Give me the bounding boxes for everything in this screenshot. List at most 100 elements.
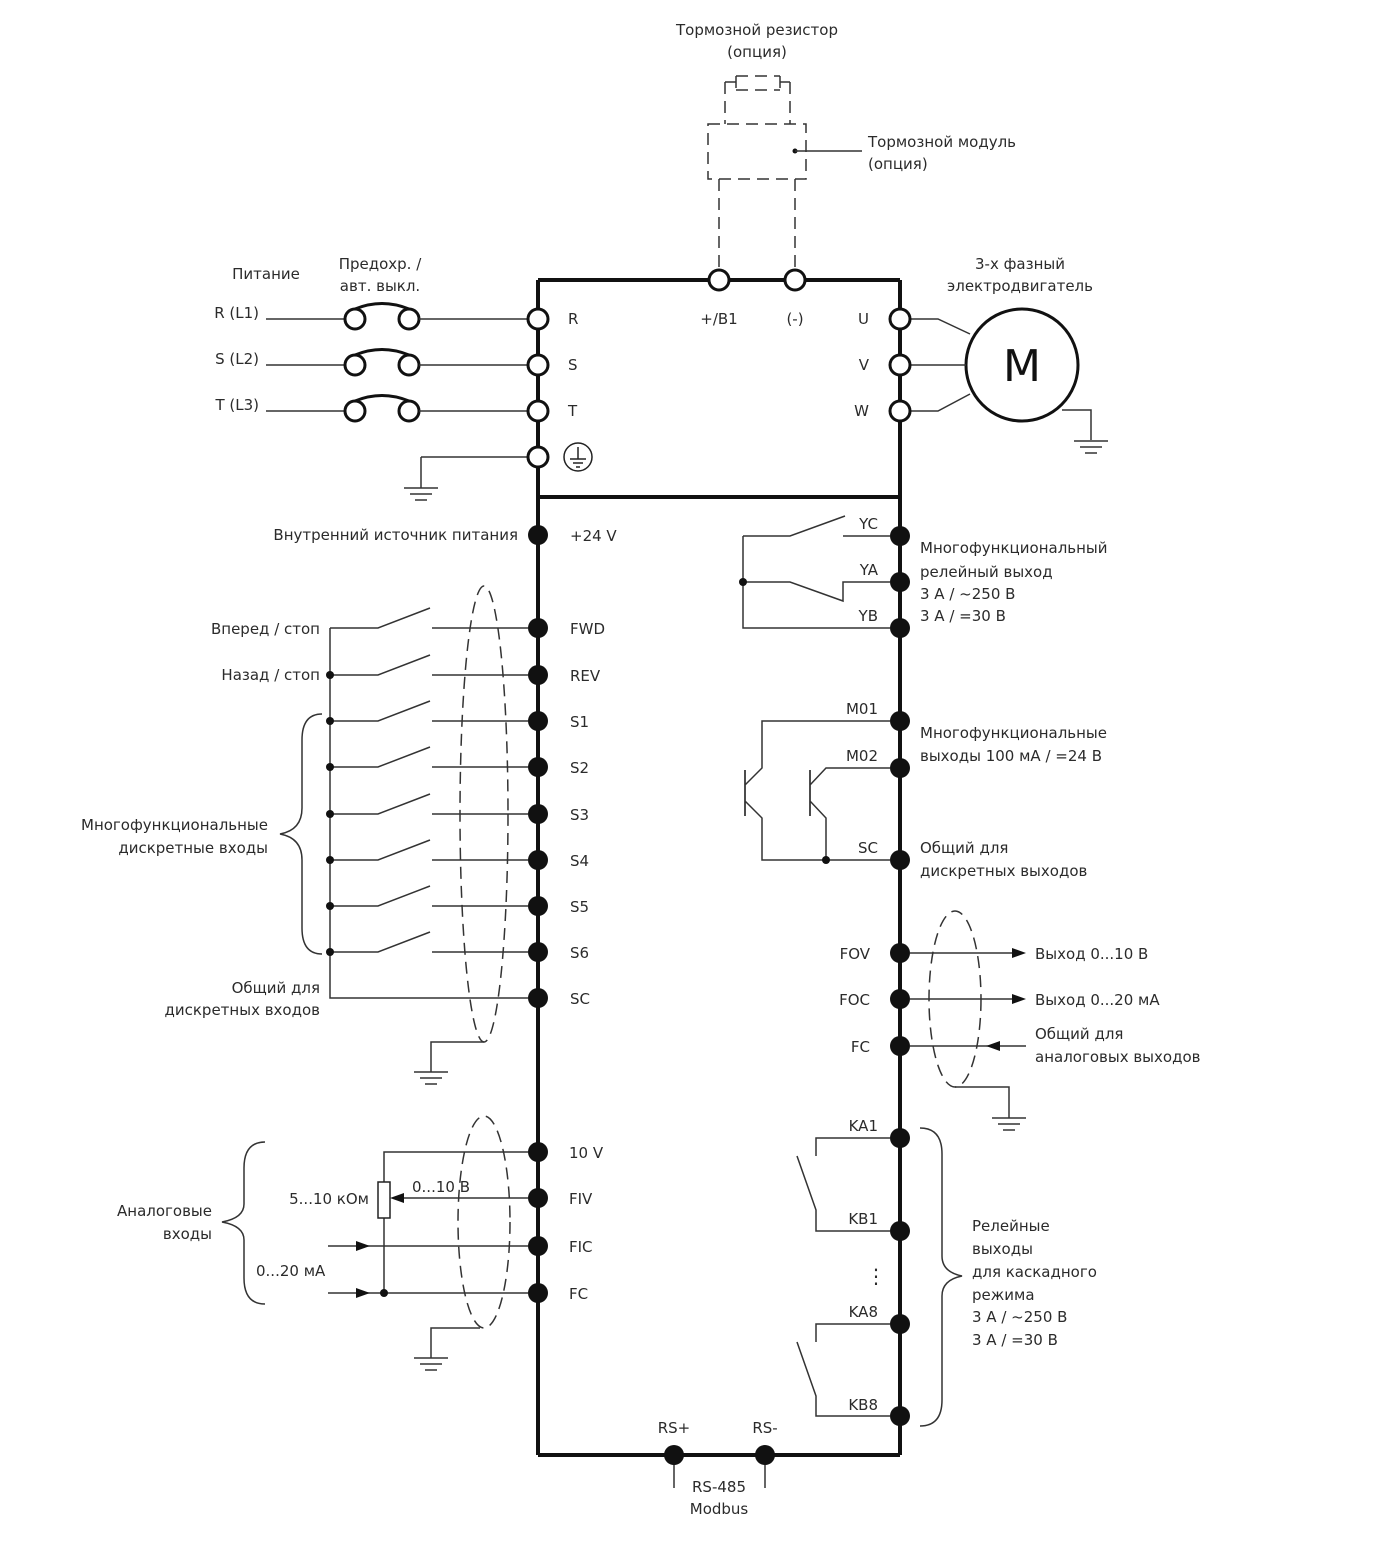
analog-input-current-label: 0...20 мА [256, 1262, 326, 1280]
digital-input-row: S6 [326, 931, 589, 962]
terminal-w[interactable] [888, 399, 912, 423]
transistor-outputs: M01 M02 SC Многофункциональные выходы 10… [744, 700, 1107, 880]
terminal-di[interactable] [528, 942, 548, 962]
terminal-s[interactable] [526, 353, 550, 377]
terminal-v[interactable] [888, 353, 912, 377]
wiper-arrow-icon [390, 1193, 404, 1203]
transistor-outputs-label-1: Многофункциональные [920, 724, 1107, 742]
ground-icon [404, 487, 438, 501]
terminal-di[interactable] [528, 804, 548, 824]
analog-inputs: Аналоговые входы 5...10 кОм 0...10 В 0..… [117, 1115, 604, 1371]
terminal-pe[interactable] [526, 445, 550, 469]
terminal-sc-out[interactable] [890, 850, 910, 870]
terminal-label-di: S6 [570, 944, 589, 962]
terminal-u[interactable] [888, 307, 912, 331]
analog-inputs-brace [221, 1141, 266, 1305]
terminal-label-s: S [568, 356, 578, 374]
arrow-right-icon [356, 1241, 370, 1251]
terminal-label-kb1: KB1 [848, 1210, 878, 1228]
terminal-r[interactable] [526, 307, 550, 331]
digital-input-row: REV [326, 654, 601, 685]
relay-output-label-2: релейный выход [920, 563, 1053, 581]
terminal-foc[interactable] [890, 989, 910, 1009]
switch-icon [330, 839, 431, 861]
cascade-relays-brace [919, 1127, 963, 1427]
cascade-ellipsis: ⋮ [866, 1264, 886, 1288]
terminal-di[interactable] [528, 896, 548, 916]
terminal-fov[interactable] [890, 943, 910, 963]
cascade-label-1: Релейные [972, 1217, 1050, 1235]
relay-output-label-1: Многофункциональный [920, 539, 1108, 557]
digital-input-row: S2 [326, 746, 589, 777]
phase-r: R (L1) R [214, 302, 578, 331]
rs485-label-1: RS-485 [692, 1478, 746, 1496]
terminal-label-foc: FOC [839, 991, 870, 1009]
braking-unit: Тормозной резистор (опция) Тормозной мод… [675, 21, 1016, 270]
terminal-m01[interactable] [890, 711, 910, 731]
terminal-24v[interactable] [528, 525, 548, 545]
terminal-label-kb8: KB8 [848, 1396, 878, 1414]
terminal-di[interactable] [528, 850, 548, 870]
digital-input-row: S3 [326, 793, 589, 824]
terminal-fc-in[interactable] [528, 1283, 548, 1303]
terminal-di[interactable] [528, 757, 548, 777]
cascade-label-2: выходы [972, 1240, 1033, 1258]
cascade-label-3: для каскадного [972, 1263, 1097, 1281]
rs485-label-2: Modbus [690, 1500, 749, 1518]
analog-inputs-group-label-1: Аналоговые [117, 1202, 212, 1220]
analog-inputs-group-label-2: входы [163, 1225, 212, 1243]
terminal-kb8[interactable] [890, 1406, 910, 1426]
phase-s: S (L2) S [215, 348, 578, 377]
terminal-yb[interactable] [890, 618, 910, 638]
terminal-sc-in[interactable] [528, 988, 548, 1008]
analog-output-common-label-2: аналоговых выходов [1035, 1048, 1200, 1066]
terminal-dc-minus[interactable] [783, 268, 807, 292]
terminal-label-u: U [858, 310, 869, 328]
digital-input-row: S5 [326, 885, 589, 916]
phase-t: T (L3) T [214, 394, 578, 423]
motor-symbol: M [1003, 341, 1041, 392]
motor: 3-х фазный электродвигатель M U V W [854, 255, 1108, 454]
terminal-t[interactable] [526, 399, 550, 423]
terminal-label-fc-out: FC [851, 1038, 870, 1056]
braking-resistor-symbol [724, 75, 791, 124]
fuse-icon [343, 399, 367, 423]
analog-outputs: FOV FOC FC Выход 0...10 В Выход 0...20 м… [839, 910, 1200, 1131]
terminal-yc[interactable] [890, 526, 910, 546]
digital-outputs-common-label-2: дискретных выходов [920, 862, 1087, 880]
terminal-fc-out[interactable] [890, 1036, 910, 1056]
terminal-label-r: R [568, 310, 578, 328]
terminal-m02[interactable] [890, 758, 910, 778]
terminal-10v[interactable] [528, 1142, 548, 1162]
cascade-label-5: 3 А / ~250 В [972, 1308, 1067, 1326]
terminal-ka8[interactable] [890, 1314, 910, 1334]
terminal-label-ya: YA [859, 561, 879, 579]
digital-inputs: Вперед / стоп Назад / стоп FWDREVS1S2S3S… [81, 585, 605, 1085]
fuse-icon [343, 353, 367, 377]
switch-icon [330, 654, 431, 676]
line-label-s: S (L2) [215, 350, 259, 368]
terminal-ka1[interactable] [890, 1128, 910, 1148]
terminal-label-yc: YC [858, 515, 878, 533]
terminal-ya[interactable] [890, 572, 910, 592]
terminal-kb1[interactable] [890, 1221, 910, 1241]
terminal-rs-minus[interactable] [755, 1445, 775, 1465]
relay-output: YC YA YB Многофункциональный релейный вы… [739, 515, 1108, 638]
analog-output-current-label: Выход 0...20 мА [1035, 991, 1160, 1009]
terminal-fiv[interactable] [528, 1188, 548, 1208]
motor-label-2: электродвигатель [947, 277, 1093, 295]
terminal-dc-plus[interactable] [707, 268, 731, 292]
terminal-label-dc-minus: (-) [786, 310, 803, 328]
terminal-label-rs-plus: RS+ [658, 1419, 691, 1437]
terminal-di[interactable] [528, 618, 548, 638]
terminal-di[interactable] [528, 711, 548, 731]
terminal-label-yb: YB [858, 607, 878, 625]
terminal-label-di: S5 [570, 898, 589, 916]
terminal-label-sc-out: SC [858, 839, 878, 857]
terminal-fic[interactable] [528, 1236, 548, 1256]
arrow-right-icon [356, 1288, 370, 1298]
terminal-rs-plus[interactable] [664, 1445, 684, 1465]
terminal-label-w: W [854, 402, 869, 420]
terminal-di[interactable] [528, 665, 548, 685]
terminal-label-di: S2 [570, 759, 589, 777]
